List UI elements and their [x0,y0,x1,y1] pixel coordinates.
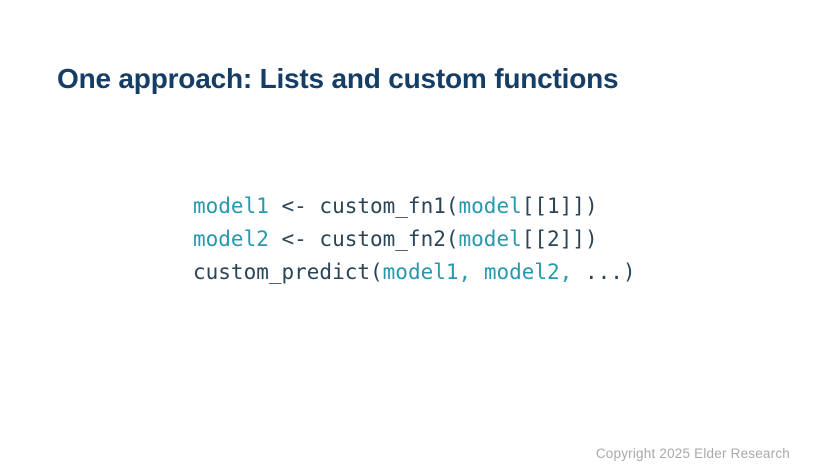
code-line: custom_predict(model1, model2, ...) [193,256,636,289]
copyright-text: Copyright 2025 Elder Research [595,446,790,461]
code-token-variable: model [458,194,522,218]
code-token-default: <- custom_fn2( [268,227,459,251]
code-token-default: [[1]]) [521,194,598,218]
code-token-variable: model1, [382,260,472,284]
page-title: One approach: Lists and custom functions [57,62,619,94]
code-token-variable: model1 [193,194,269,218]
code-token-default: ...) [572,260,636,284]
code-line: model1 <- custom_fn1(model[[1]]) [193,190,636,223]
code-line: model2 <- custom_fn2(model[[2]]) [193,223,636,256]
code-token-default: [[2]]) [521,227,598,251]
code-token-variable: model2, [483,260,573,284]
code-block: model1 <- custom_fn1(model[[1]])model2 <… [193,190,636,289]
code-token-variable: model [458,227,522,251]
code-token-variable: model2 [193,227,269,251]
code-token-default: custom_predict( [193,260,383,284]
code-token-default [471,260,484,284]
code-token-default: <- custom_fn1( [268,194,459,218]
